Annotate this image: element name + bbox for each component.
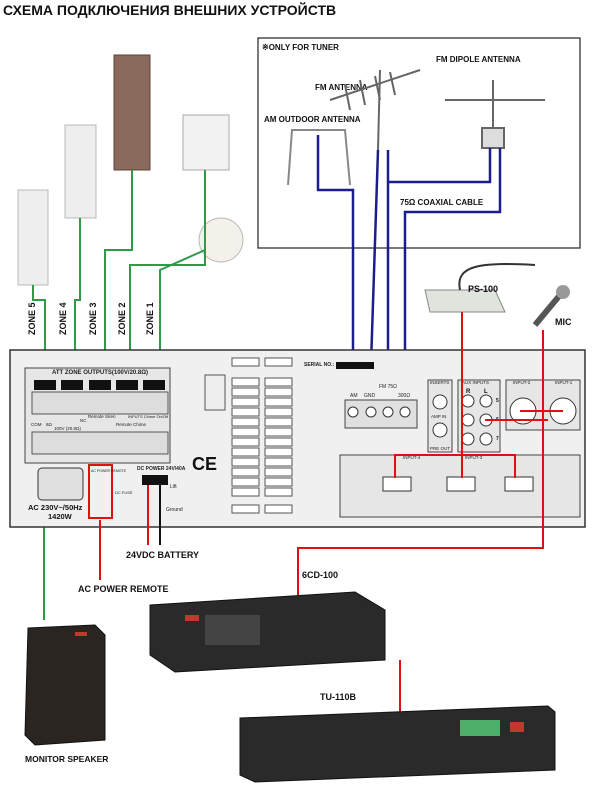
terminal-8ohm: 8Ω bbox=[46, 422, 53, 427]
serial-label: SERIAL NO.: bbox=[304, 362, 335, 368]
serial-sticker bbox=[336, 362, 374, 369]
antenna-box: ※ONLY FOR TUNER FM DIPOLE ANTENNA FM ANT… bbox=[257, 37, 581, 396]
speaker-zone-5-icon bbox=[17, 189, 49, 286]
ce-mark-icon: CE bbox=[192, 454, 217, 474]
fm-antenna-icon bbox=[329, 69, 421, 151]
am-antenna-label: AM OUTDOOR ANTENNA bbox=[264, 115, 361, 124]
am-antenna-icon bbox=[287, 129, 351, 186]
zone-terminals bbox=[31, 380, 169, 455]
ac-power-remote-label: AC POWER REMOTE bbox=[78, 584, 169, 594]
terminal-100v: 100V (20.8Ω) bbox=[54, 426, 81, 431]
amp-in-label: AMP IN bbox=[431, 414, 446, 419]
handheld-mic-icon bbox=[532, 285, 570, 327]
terminal-chime: Remote Chime bbox=[116, 422, 147, 427]
ac-power-label: 1420W bbox=[48, 512, 73, 521]
zone-labels: ZONE 5 ZONE 4 ZONE 3 ZONE 2 ZONE 1 bbox=[27, 302, 155, 335]
aux-5-label: 5 bbox=[496, 398, 499, 404]
ps100-label: PS-100 bbox=[468, 284, 498, 294]
cd-changer-6cd100-icon bbox=[149, 591, 386, 673]
ac-remote-box bbox=[88, 464, 113, 519]
ac-remote-box-label: AC POWER REMOTE bbox=[91, 469, 127, 473]
zone-2-label: ZONE 2 bbox=[117, 302, 127, 335]
inserts-section bbox=[427, 379, 453, 453]
aux-l-label: L bbox=[484, 389, 488, 395]
speaker-zone-3-icon bbox=[113, 54, 151, 171]
vent-grilles bbox=[204, 357, 293, 514]
tuner-am-label: AM bbox=[350, 393, 358, 399]
att-zone-label: ATT ZONE OUTPUTS(100V/20.8Ω) bbox=[52, 370, 148, 376]
ac-inlet-icon bbox=[37, 467, 84, 501]
amplifier-rear-panel: ATT ZONE OUTPUTS(100V/20.8Ω) COM 8Ω 100V… bbox=[9, 349, 586, 528]
dc-terminal-icon bbox=[142, 475, 168, 485]
terminal-inputs: INPUTS Chime On/Off bbox=[128, 414, 169, 419]
tuner-300-label: 300Ω bbox=[398, 393, 410, 399]
zone-4-label: ZONE 4 bbox=[58, 302, 68, 335]
lift-label: Lift bbox=[170, 484, 177, 490]
speaker-zone-1-icon bbox=[198, 217, 244, 263]
pre-out-label: PRE OUT bbox=[430, 446, 450, 451]
monitor-speaker-icon bbox=[24, 624, 106, 746]
battery-label: 24VDC BATTERY bbox=[126, 550, 199, 560]
speaker-wires bbox=[32, 170, 206, 620]
dc-fuse-label: DC FUSE bbox=[115, 490, 133, 495]
speaker-zone-4-icon bbox=[64, 124, 97, 219]
dipole-antenna-icon bbox=[445, 80, 545, 149]
tuner-fm-label: FM 75Ω bbox=[379, 384, 397, 390]
tuner-note: ※ONLY FOR TUNER bbox=[262, 43, 339, 52]
fm-dipole-label: FM DIPOLE ANTENNA bbox=[436, 55, 521, 64]
tuner-tu110b-icon bbox=[239, 705, 556, 783]
terminal-com: COM bbox=[31, 422, 42, 427]
monitor-speaker-label: MONITOR SPEAKER bbox=[25, 754, 108, 764]
cd-player-label: 6CD-100 bbox=[302, 570, 338, 580]
terminal-nc: NC bbox=[80, 418, 87, 423]
input-1-label: INPUT-1 bbox=[555, 380, 573, 385]
inserts-label: INSERTS bbox=[430, 380, 449, 385]
ps100-paging-mic-icon bbox=[424, 263, 536, 313]
tuner-gnd-label: GND bbox=[364, 393, 376, 399]
aux-r-label: R bbox=[466, 389, 471, 395]
zone-3-label: ZONE 3 bbox=[88, 302, 98, 335]
ac-input-label: AC 230V~/50Hz bbox=[28, 503, 83, 512]
fm-antenna-label: FM ANTENNA bbox=[315, 83, 368, 92]
zone-1-label: ZONE 1 bbox=[145, 302, 155, 335]
dc-power-label: DC POWER 24V/40A bbox=[137, 466, 186, 472]
antenna-cables bbox=[316, 135, 502, 396]
tuner-label: TU-110B bbox=[320, 692, 357, 702]
ground-label: Ground bbox=[166, 507, 183, 513]
aux-inputs-label: AUX INPUTS bbox=[462, 380, 489, 385]
aux-7-label: 7 bbox=[496, 436, 499, 442]
speaker-zone-2-icon bbox=[182, 114, 230, 171]
zone-5-label: ZONE 5 bbox=[27, 302, 37, 335]
diagram-title: СХЕМА ПОДКЛЮЧЕНИЯ ВНЕШНИХ УСТРОЙСТВ bbox=[3, 1, 336, 18]
terminal-siren: Remote Siren bbox=[88, 414, 116, 419]
input-3-label: INPUT-3 bbox=[465, 455, 483, 460]
mic-label: MIC bbox=[555, 317, 572, 327]
input-2-label: INPUT-2 bbox=[513, 380, 531, 385]
input-4-label: INPUT-4 bbox=[403, 455, 421, 460]
coax-label: 75Ω COAXIAL CABLE bbox=[400, 198, 484, 207]
